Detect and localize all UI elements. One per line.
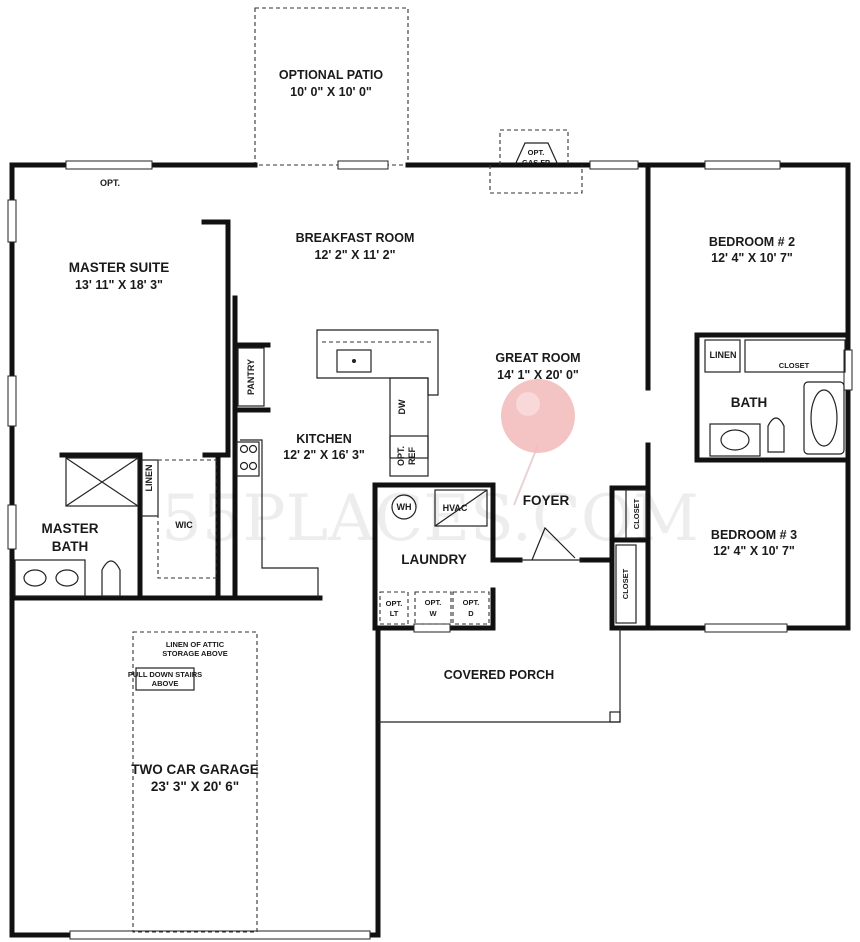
attic-storage-outline bbox=[132, 631, 258, 933]
walk-in-closet bbox=[157, 459, 217, 579]
window-great-room bbox=[589, 160, 639, 170]
window-bath bbox=[843, 349, 853, 391]
front-door-swing bbox=[531, 526, 576, 561]
bedroom3-closet-b-label: CLOSET bbox=[621, 568, 630, 599]
bath-linen bbox=[704, 339, 741, 373]
laundry-name: LAUNDRY bbox=[401, 552, 467, 567]
dryer-line1: OPT. bbox=[463, 598, 480, 607]
master-toilet bbox=[101, 560, 121, 597]
location-pin-icon bbox=[501, 379, 575, 506]
attic-line2: STORAGE ABOVE bbox=[162, 649, 227, 658]
refrigerator-space bbox=[389, 435, 429, 477]
window-master-left-2 bbox=[7, 375, 17, 427]
breakfast-room-name: BREAKFAST ROOM bbox=[296, 231, 415, 245]
master-vanity bbox=[14, 559, 86, 597]
vanity bbox=[709, 423, 761, 457]
kitchen-counters bbox=[236, 329, 439, 598]
garage-size: 23' 3" X 20' 6" bbox=[151, 779, 239, 794]
window-bedroom3 bbox=[704, 623, 788, 633]
wh-label: WH bbox=[397, 502, 412, 512]
gas-fp-line1: OPT. bbox=[528, 148, 545, 157]
master-bath-fixtures bbox=[14, 457, 217, 597]
kitchen-range bbox=[236, 441, 260, 477]
dw-label: DW bbox=[397, 399, 407, 414]
pull-down-stairs bbox=[135, 667, 195, 691]
bedroom3-closet-a-label: CLOSET bbox=[632, 498, 641, 529]
bedroom3-size: 12' 4" X 10' 7" bbox=[713, 544, 795, 558]
laundry-tub-line1: OPT. bbox=[386, 599, 403, 608]
stairs-line2: ABOVE bbox=[152, 679, 179, 688]
garage-name: TWO CAR GARAGE bbox=[131, 762, 259, 777]
attic-line1: LINEN OF ATTIC bbox=[166, 640, 225, 649]
master-bath-line2: BATH bbox=[52, 539, 89, 554]
ref-line1: OPT. bbox=[396, 446, 406, 466]
optional-patio-name: OPTIONAL PATIO bbox=[279, 68, 383, 82]
window-bedroom2 bbox=[704, 160, 781, 170]
great-room-size: 14' 1" X 20' 0" bbox=[497, 368, 579, 382]
laundry-tub-line2: LT bbox=[390, 609, 399, 618]
hvac-unit bbox=[434, 489, 488, 527]
windows bbox=[7, 160, 853, 940]
porch-column bbox=[609, 711, 621, 723]
bedroom2-size: 12' 4" X 10' 7" bbox=[711, 251, 793, 265]
toilet bbox=[767, 417, 785, 453]
bedroom3-closet-b bbox=[615, 544, 637, 624]
breakfast-room-size: 12' 2" X 11' 2" bbox=[314, 248, 395, 262]
bath-closet-label: CLOSET bbox=[779, 361, 810, 370]
water-heater bbox=[391, 494, 417, 520]
kitchen-name: KITCHEN bbox=[296, 432, 352, 446]
master-suite-size: 13' 11" X 18' 3" bbox=[75, 278, 163, 292]
ref-line2: REF bbox=[407, 446, 417, 465]
foyer-name: FOYER bbox=[523, 493, 570, 508]
stairs-line1: PULL DOWN STAIRS bbox=[128, 670, 202, 679]
pantry-box bbox=[237, 347, 265, 407]
bedroom2-name: BEDROOM # 2 bbox=[709, 235, 795, 249]
great-room-name: GREAT ROOM bbox=[495, 351, 580, 365]
window-master-top bbox=[65, 160, 153, 170]
hvac-label: HVAC bbox=[443, 503, 468, 513]
bathtub bbox=[803, 381, 845, 455]
bedroom3-closet-a bbox=[625, 489, 647, 539]
watermark: 55PLACES.COM bbox=[161, 482, 699, 556]
window-laundry bbox=[413, 623, 451, 633]
window-master-left-1 bbox=[7, 199, 17, 243]
optional-patio-outline bbox=[254, 7, 409, 166]
kitchen-size: 12' 2" X 16' 3" bbox=[283, 448, 365, 462]
opt-window-label: OPT. bbox=[100, 178, 120, 188]
bath-linen-label: LINEN bbox=[710, 350, 737, 360]
bath-closet bbox=[744, 339, 846, 373]
dryer bbox=[452, 591, 490, 625]
bath-name: BATH bbox=[731, 395, 768, 410]
fireplace-box bbox=[514, 142, 559, 166]
laundry-tub bbox=[379, 591, 409, 625]
bedroom3-name: BEDROOM # 3 bbox=[711, 528, 797, 542]
master-linen-label: LINEN bbox=[144, 465, 154, 492]
fireplace-hearth bbox=[489, 165, 583, 194]
wic-label: WIC bbox=[175, 520, 193, 530]
dryer-line2: D bbox=[468, 609, 474, 618]
washer-line1: OPT. bbox=[425, 598, 442, 607]
pantry-label: PANTRY bbox=[246, 359, 256, 395]
washer bbox=[414, 591, 452, 625]
master-suite-name: MASTER SUITE bbox=[69, 260, 170, 275]
dishwasher-counter bbox=[389, 377, 429, 459]
window-master-bath bbox=[7, 504, 17, 550]
garage-door bbox=[69, 930, 371, 940]
laundry-fixtures bbox=[379, 489, 490, 625]
optional-patio-size: 10' 0" X 10' 0" bbox=[290, 85, 372, 99]
window-breakfast bbox=[337, 160, 389, 170]
kitchen-sink bbox=[336, 349, 372, 373]
master-bath-line1: MASTER bbox=[42, 521, 99, 536]
hall-bath-fixtures bbox=[704, 339, 846, 457]
covered-porch-name: COVERED PORCH bbox=[444, 668, 554, 682]
gas-fp-line2: GAS FP bbox=[522, 158, 550, 167]
master-shower bbox=[65, 457, 139, 507]
fireplace-outline bbox=[499, 129, 569, 165]
washer-line2: W bbox=[429, 609, 437, 618]
